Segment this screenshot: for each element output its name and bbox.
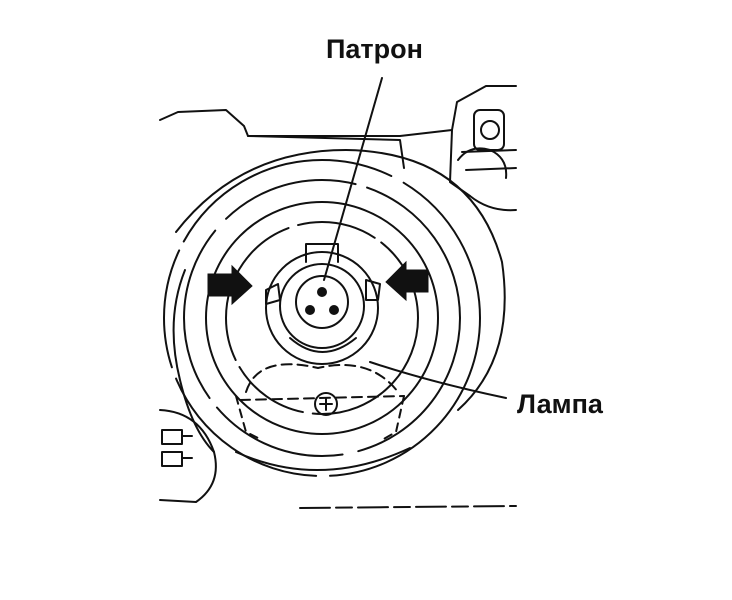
spring-left-leg <box>235 395 263 441</box>
push-arrow-icon-left <box>207 264 253 306</box>
socket-notch <box>305 243 339 263</box>
socket-label: Патрон <box>326 34 423 64</box>
lamp-label: Лампа <box>517 389 603 419</box>
retaining-spring <box>245 363 399 393</box>
reflector-ring-4 <box>225 221 419 415</box>
socket-lug-left <box>265 283 281 305</box>
spring-right-leg <box>381 395 405 441</box>
bottom-edge <box>299 505 517 509</box>
terminal-2 <box>305 305 315 315</box>
outer-flange-left <box>172 269 215 453</box>
terminal-3 <box>329 305 339 315</box>
socket-lug-right <box>365 279 381 301</box>
housing-outline <box>159 85 517 137</box>
adjuster-bracket <box>449 109 517 212</box>
outer-flange <box>175 149 506 411</box>
socket-base <box>289 337 357 353</box>
reflector-ring-2 <box>183 179 461 457</box>
connector-icon <box>159 409 217 503</box>
lower-ring <box>235 447 411 471</box>
socket-ring <box>265 251 379 365</box>
lamp-leader-line <box>369 361 507 399</box>
terminal-1 <box>317 287 327 297</box>
socket-ring-inner <box>279 263 365 349</box>
screw-icon <box>314 392 338 416</box>
reflector-ring-3 <box>205 201 439 435</box>
spring-bar <box>239 395 405 401</box>
socket-leader-line <box>323 77 383 281</box>
reflector-ring-outer <box>163 159 481 477</box>
push-arrow-icon-right <box>385 260 429 302</box>
socket-face <box>295 275 349 329</box>
